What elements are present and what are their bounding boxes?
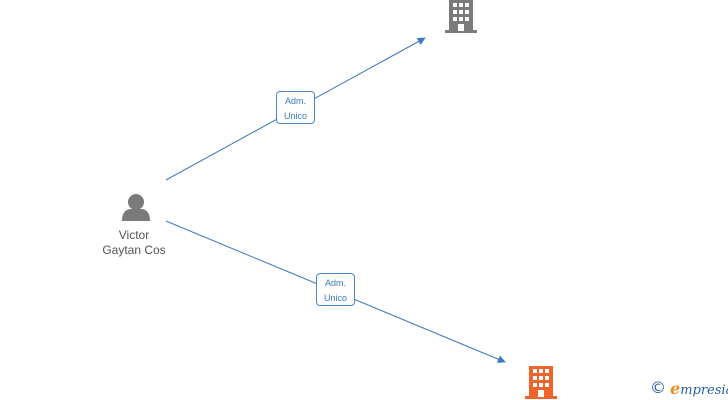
edge-role-label: Adm. Unico [316,273,355,306]
brand-name: empresia [670,379,728,398]
person-name-line1: Victor [118,228,150,242]
person-icon[interactable] [122,194,150,221]
building-icon[interactable] [525,366,557,399]
copyright-icon: © [650,378,666,397]
brand-initial: e [670,378,681,398]
edge-role-line1: Adm. [284,96,306,106]
brand-rest: mpresia [680,382,728,398]
edge-role-line2: Unico [323,293,347,303]
person-name-label[interactable]: Victor Gaytan Cos [84,228,184,258]
brand-logo[interactable]: © empresia [650,378,728,398]
edge-role-line2: Unico [283,111,307,121]
building-icon[interactable] [445,0,477,33]
person-name-line2: Gaytan Cos [102,243,166,257]
edge-role-label: Adm. Unico [276,91,315,124]
edge-role-line1: Adm. [324,278,346,288]
